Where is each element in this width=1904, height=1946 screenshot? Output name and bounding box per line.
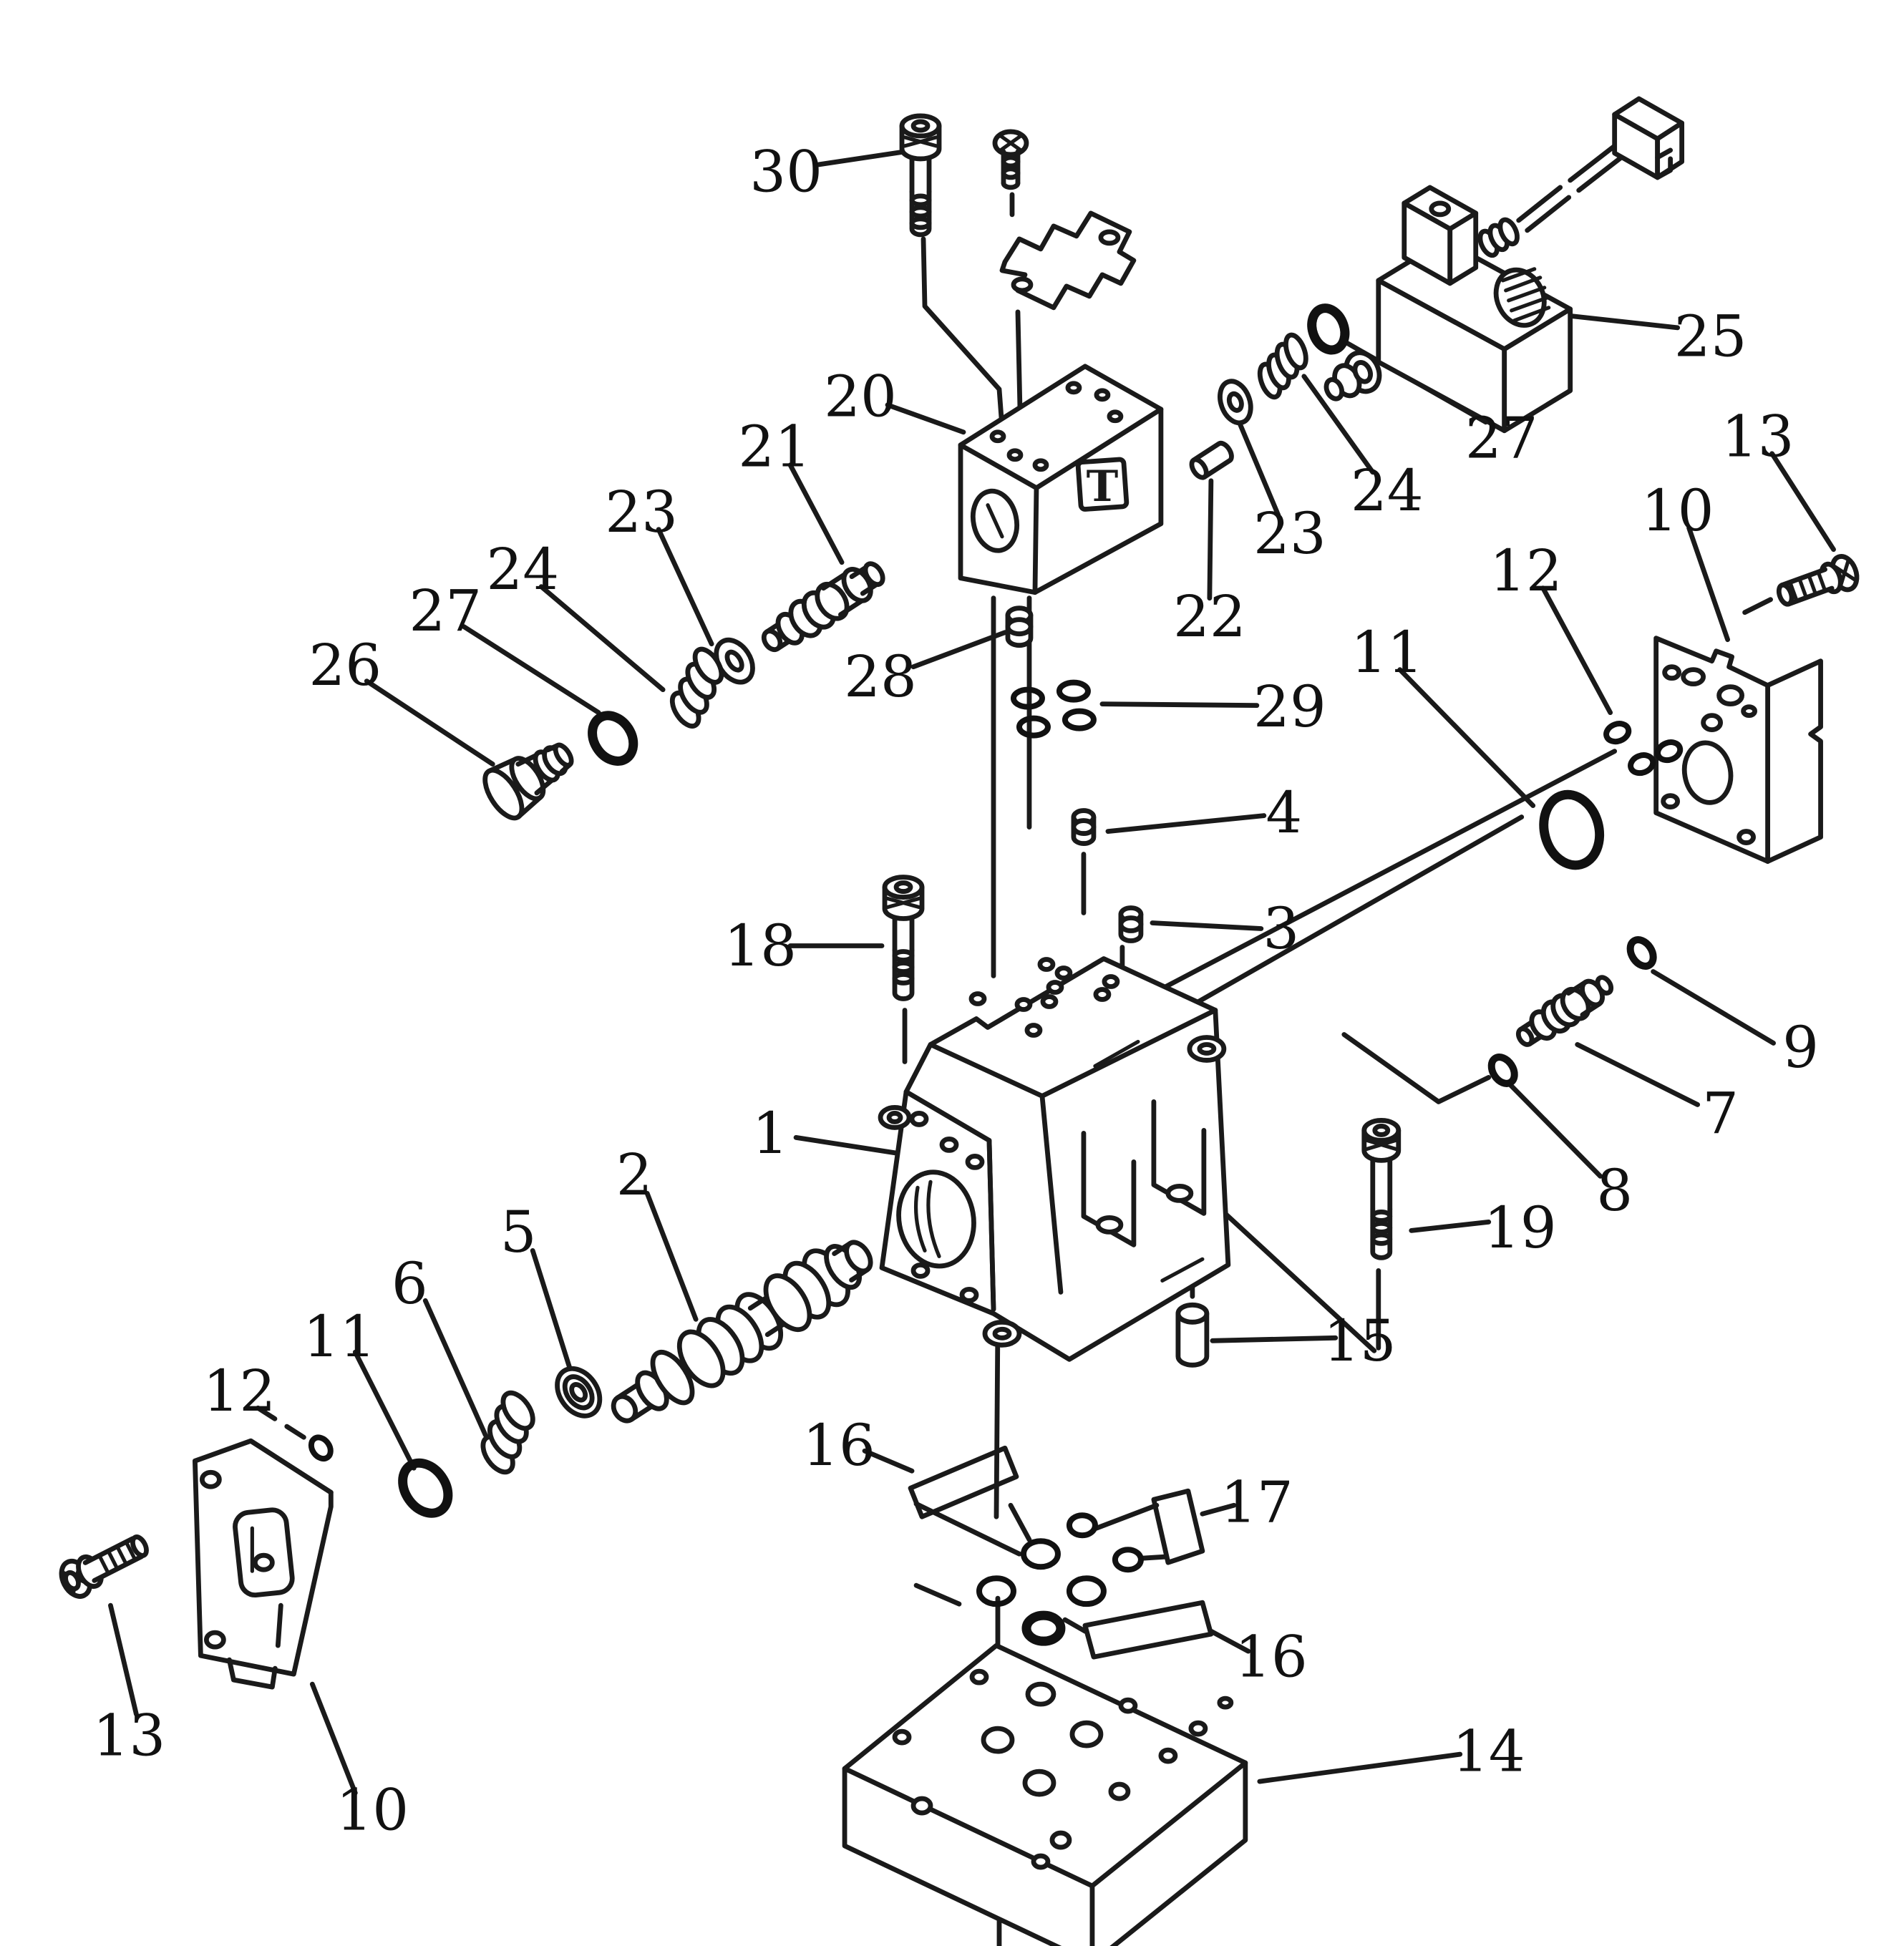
callout-5: 5 (500, 1199, 537, 1265)
part-10-cover-right (1653, 636, 1823, 864)
part-14-base-plate (842, 1643, 1248, 1946)
callout-24-left: 24 (486, 536, 559, 603)
callout-11-right: 11 (1351, 619, 1424, 686)
part-4-plug (1071, 808, 1097, 846)
callout-10-right: 10 (1641, 477, 1714, 544)
callout-7: 7 (1702, 1080, 1739, 1147)
callout-15: 15 (1323, 1308, 1397, 1374)
part-27-oring-left (588, 711, 638, 766)
callout-11-left: 11 (303, 1303, 376, 1370)
callout-2: 2 (616, 1142, 653, 1208)
part-11-oring-right (1539, 789, 1605, 870)
part-19-bolt (1361, 1118, 1402, 1260)
part-23-washer-right (1218, 379, 1253, 426)
part-10-cover-left (192, 1438, 334, 1690)
callout-23-right: 23 (1253, 500, 1326, 567)
callout-13-left: 13 (93, 1703, 166, 1769)
part-30-socket-bolt (899, 113, 942, 238)
part-13-bolt-right (1776, 554, 1860, 607)
part-9-oring (1626, 936, 1657, 970)
part-28-plug (1005, 605, 1034, 648)
callout-16-left: 16 (802, 1412, 875, 1479)
part-5-seat (555, 1366, 603, 1419)
callout-6: 6 (392, 1250, 428, 1317)
callout-28: 28 (844, 643, 917, 710)
callout-21: 21 (738, 413, 811, 480)
callout-17: 17 (1220, 1469, 1293, 1536)
part-12-oring-left (308, 1434, 334, 1462)
callout-30: 30 (749, 138, 822, 205)
callout-20: 20 (824, 363, 897, 429)
part-22-pin (1189, 440, 1234, 480)
callout-10-left: 10 (336, 1777, 409, 1844)
callout-flags (908, 1445, 1214, 1660)
callout-1: 1 (752, 1100, 789, 1167)
callout-12-left: 12 (203, 1358, 276, 1424)
part-20-valve-block: T (958, 364, 1164, 595)
callout-13-right: 13 (1721, 403, 1794, 470)
part-25-solenoid-valve (1323, 96, 1685, 434)
callout-19: 19 (1484, 1195, 1557, 1261)
callout-4: 4 (1266, 779, 1302, 846)
callout-26: 26 (309, 632, 382, 699)
callout-27-left: 27 (409, 578, 482, 644)
callout-9: 9 (1782, 1014, 1819, 1081)
leader-lines (108, 149, 1836, 1946)
callout-24-right: 24 (1351, 457, 1424, 524)
callout-23-left: 23 (605, 479, 678, 545)
callout-22: 22 (1173, 583, 1246, 650)
callout-27-right: 27 (1465, 404, 1538, 471)
part-27-oring-right (1307, 303, 1350, 355)
callout-29: 29 (1253, 673, 1326, 740)
part-3-plug (1118, 905, 1144, 943)
part-8-oring (1487, 1054, 1518, 1087)
callout-12-right: 12 (1490, 537, 1563, 604)
part-23-washer-left (714, 637, 755, 685)
part-26-plug (482, 742, 574, 821)
part-21-spool (761, 561, 885, 653)
t-marking: T (1087, 462, 1119, 512)
callout-16-bottom: 16 (1235, 1624, 1308, 1690)
gasket-plate (999, 210, 1137, 311)
callout-8: 8 (1596, 1157, 1633, 1224)
part-24-spring-right (1257, 332, 1308, 400)
part-29-oring-set (1010, 679, 1097, 739)
part-13-bolt-left (59, 1534, 149, 1599)
callout-labels: 30 20 21 23 24 27 26 28 18 25 27 24 23 2… (93, 138, 1819, 1843)
callout-25: 25 (1674, 303, 1747, 369)
part-7-valve (1515, 975, 1614, 1047)
part-16-17-oring-cluster (976, 1512, 1144, 1646)
callout-18: 18 (724, 913, 797, 979)
part-6-spring (480, 1390, 535, 1475)
part-24-spring-left (669, 646, 724, 729)
part-11-oring-left (398, 1458, 453, 1518)
part-2-spool-assembly (611, 1240, 873, 1424)
part-18-socket-bolt (882, 875, 925, 1001)
callout-3: 3 (1263, 895, 1299, 962)
callout-14: 14 (1452, 1718, 1525, 1785)
top-screw (992, 129, 1029, 190)
part-1-valve-body (878, 956, 1231, 1362)
part-12-oring-set-right (1603, 721, 1684, 777)
part-15-pin (1175, 1302, 1210, 1368)
